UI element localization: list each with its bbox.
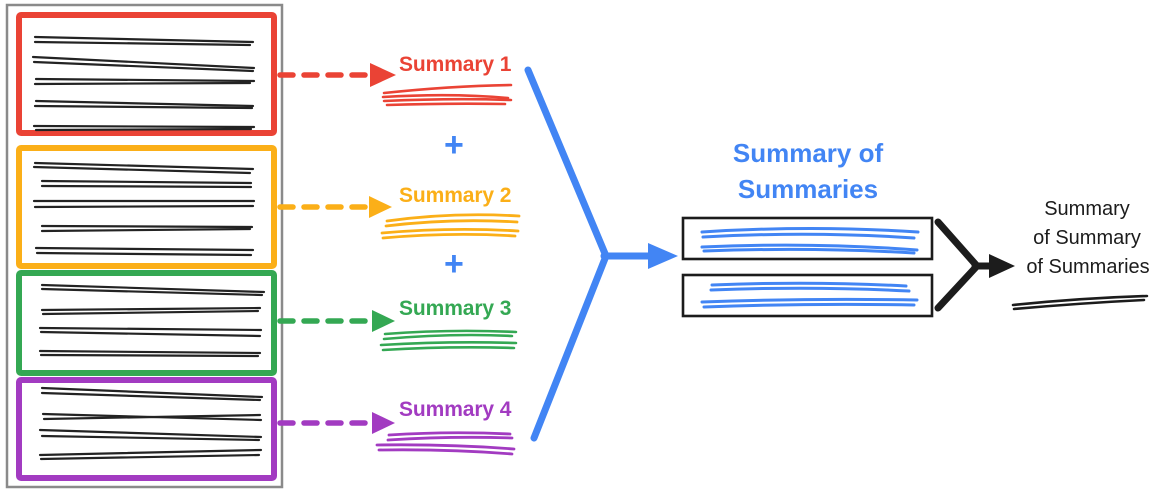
document-box-4[interactable] xyxy=(16,377,277,481)
final-output-line2: of Summary xyxy=(1033,227,1141,249)
dashed-arrow-3 xyxy=(277,310,395,332)
blue-merge-arrow-lower-branch xyxy=(530,252,610,442)
document-box-4-border xyxy=(16,377,277,481)
blue-merge-arrow xyxy=(524,66,678,442)
summary-of-summaries-title-line1: Summary of xyxy=(732,138,884,168)
dashed-arrow-2-head xyxy=(369,196,392,218)
plus-icon-2: + xyxy=(444,245,464,283)
summary-4-label[interactable]: Summary 4 xyxy=(399,398,512,421)
blue-merge-arrow-head xyxy=(648,243,678,269)
black-merge-arrow-head xyxy=(989,254,1015,278)
dashed-arrow-2 xyxy=(277,196,392,218)
summary-3-label[interactable]: Summary 3 xyxy=(399,297,512,320)
document-box-3-border xyxy=(16,270,277,376)
document-box-3-text-lines xyxy=(38,283,266,358)
sos-box-2[interactable] xyxy=(681,273,934,318)
document-collection-outer-border xyxy=(5,3,284,489)
document-box-1[interactable] xyxy=(16,12,277,136)
plus-icon-1: + xyxy=(444,126,464,164)
document-box-1-text-lines xyxy=(31,35,256,132)
sos-box-2-lines xyxy=(700,281,919,309)
black-merge-arrow xyxy=(934,218,1015,312)
final-output-line3: of Summaries xyxy=(1026,256,1150,278)
dashed-arrow-1-head xyxy=(370,63,396,87)
black-merge-arrow-upper-branch xyxy=(934,218,981,270)
document-box-2[interactable] xyxy=(16,145,277,269)
sos-box-1-lines xyxy=(700,227,920,255)
document-box-1-border xyxy=(16,12,277,136)
blue-merge-arrow-upper-branch xyxy=(524,66,610,260)
summary-of-summaries-title-line2: Summaries xyxy=(737,174,879,204)
sos-box-2-border xyxy=(681,273,934,318)
summary-4-lines xyxy=(375,431,516,456)
black-merge-arrow-lower-branch xyxy=(934,262,981,312)
dashed-arrow-4 xyxy=(277,412,395,434)
summary-1-label[interactable]: Summary 1 xyxy=(399,53,512,76)
summary-2-lines xyxy=(380,213,521,240)
document-box-4-text-lines xyxy=(38,386,264,461)
final-output-line1: Summary xyxy=(1044,198,1130,220)
summary-2-label[interactable]: Summary 2 xyxy=(399,184,512,207)
dashed-arrow-4-head xyxy=(372,412,395,434)
dashed-arrow-3-head xyxy=(372,310,395,332)
document-box-3[interactable] xyxy=(16,270,277,376)
dashed-arrow-1 xyxy=(277,63,396,87)
document-box-2-text-lines xyxy=(32,161,256,257)
summary-1-lines xyxy=(381,83,513,107)
sos-box-1[interactable] xyxy=(681,216,934,261)
final-output-lines xyxy=(1011,294,1149,311)
summary-3-lines xyxy=(379,329,518,352)
